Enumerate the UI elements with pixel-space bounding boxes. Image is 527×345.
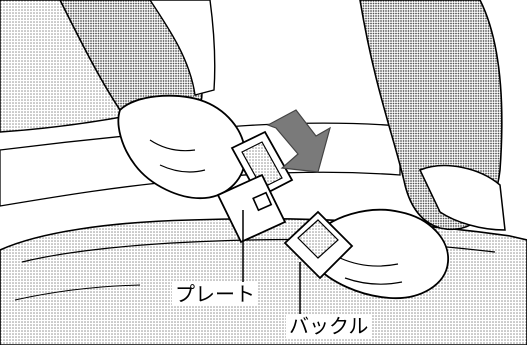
plate-label: プレート: [172, 282, 258, 306]
seat-cushion: [0, 219, 527, 345]
buckle-label: バックル: [286, 314, 371, 338]
